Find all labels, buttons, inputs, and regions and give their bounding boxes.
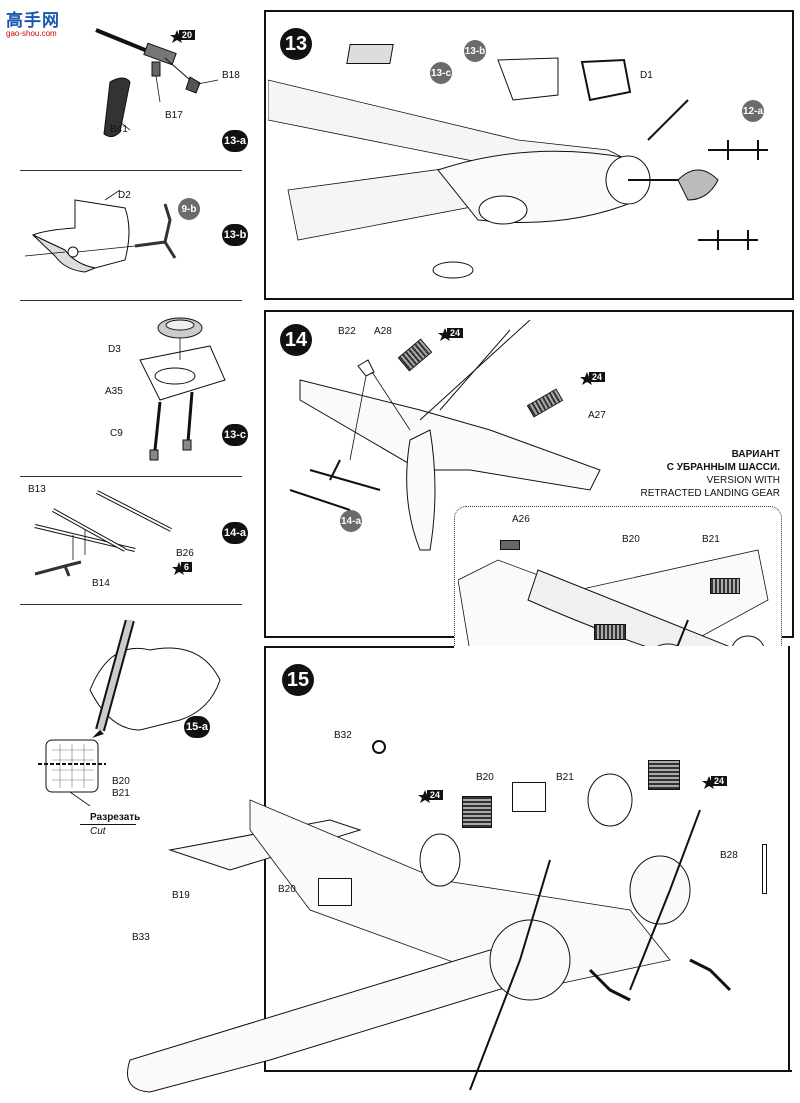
grille-part: [500, 540, 520, 550]
part-label: B28: [720, 850, 738, 861]
part-label: B26: [176, 548, 194, 559]
part-label: B20: [112, 776, 130, 787]
grille-part: [648, 760, 680, 790]
part-label: A26: [512, 514, 530, 525]
part-label: C9: [110, 428, 123, 439]
panel-right-border: [788, 646, 790, 1072]
reference-tag: 13-b: [464, 40, 486, 62]
divider: [20, 300, 242, 301]
step-number: 13: [280, 28, 312, 60]
paint-ref-badge: 6: [172, 562, 196, 578]
paint-ref-badge: 24: [702, 776, 728, 792]
part-label: B41: [110, 124, 128, 135]
door-part: [318, 878, 352, 906]
cut-divider: [80, 824, 136, 825]
substep-tag: 15-a: [184, 716, 210, 738]
part-label: B18: [222, 70, 240, 81]
paint-ref-badge: 20: [170, 30, 196, 46]
cut-instruction-drawing: [38, 620, 221, 807]
reference-tag: 12-a: [742, 100, 764, 122]
substep-tag: 13-a: [222, 130, 248, 152]
dome-assembly-drawing: [139, 317, 226, 461]
part-label: B21: [556, 772, 574, 783]
logo-text: 高手网: [6, 11, 60, 30]
part-label: B13: [28, 484, 46, 495]
part-label: B33: [132, 932, 150, 943]
canopy-part-drawing: [346, 44, 394, 64]
part-label: B20: [476, 772, 494, 783]
variant-en-2: RETRACTED LANDING GEAR: [640, 488, 780, 499]
door-part: [512, 782, 546, 812]
part-label: D3: [108, 344, 121, 355]
part-label: B21: [702, 534, 720, 545]
antenna-part: [762, 844, 767, 894]
part-label: B19: [172, 890, 190, 901]
landing-gear-drawing: [127, 773, 732, 1093]
grille-part: [594, 624, 626, 640]
logo-url: gao-shou.com: [6, 29, 57, 38]
substep-tag: 13-c: [222, 424, 248, 446]
variant-ru-1: ВАРИАНТ: [731, 449, 780, 460]
reference-tag: 14-a: [340, 510, 362, 532]
site-logo[interactable]: 高手网 gao-shou.com: [6, 6, 60, 38]
step-number: 15: [282, 664, 314, 696]
part-label: B20: [622, 534, 640, 545]
part-label: B17: [165, 110, 183, 121]
substep-tag: 14-a: [222, 522, 248, 544]
gun-assembly-drawing: [95, 28, 219, 138]
part-label: B20: [278, 884, 296, 895]
cut-label-en: Cut: [90, 826, 106, 837]
panel-top-border-left: [264, 646, 454, 648]
cut-label-ru: Разрезать: [90, 812, 141, 823]
grille-part: [710, 578, 740, 594]
part-label: A27: [588, 410, 606, 421]
divider: [20, 170, 242, 171]
aerial-parts-drawing: [34, 490, 172, 577]
reference-tag: 13-c: [430, 62, 452, 84]
part-label: B32: [334, 730, 352, 741]
part-label: B21: [112, 788, 130, 799]
tail-assembly-drawing: [289, 320, 601, 551]
part-label: D1: [640, 70, 653, 81]
paint-ref-badge: 24: [438, 328, 464, 344]
part-label: D2: [118, 190, 131, 201]
divider: [20, 604, 242, 605]
reference-tag: 9-b: [178, 198, 200, 220]
paint-ref-badge: 24: [580, 372, 606, 388]
seat-armor-drawing: [25, 190, 177, 273]
part-label: B22: [338, 326, 356, 337]
fuselage-cockpit-drawing: [268, 57, 768, 279]
part-label: A28: [374, 326, 392, 337]
variant-ru-2: С УБРАННЫМ ШАССИ.: [666, 462, 780, 473]
variant-en-1: VERSION WITH: [706, 475, 780, 486]
part-label: B14: [92, 578, 110, 589]
part-label: A35: [105, 386, 123, 397]
divider: [20, 476, 242, 477]
variant-note: ВАРИАНТ С УБРАННЫМ ШАССИ. VERSION WITH R…: [600, 448, 780, 500]
ring-part: [372, 740, 386, 754]
substep-tag: 13-b: [222, 224, 248, 246]
step-number: 14: [280, 324, 312, 356]
grille-part: [462, 796, 492, 828]
paint-ref-badge: 24: [418, 790, 444, 806]
